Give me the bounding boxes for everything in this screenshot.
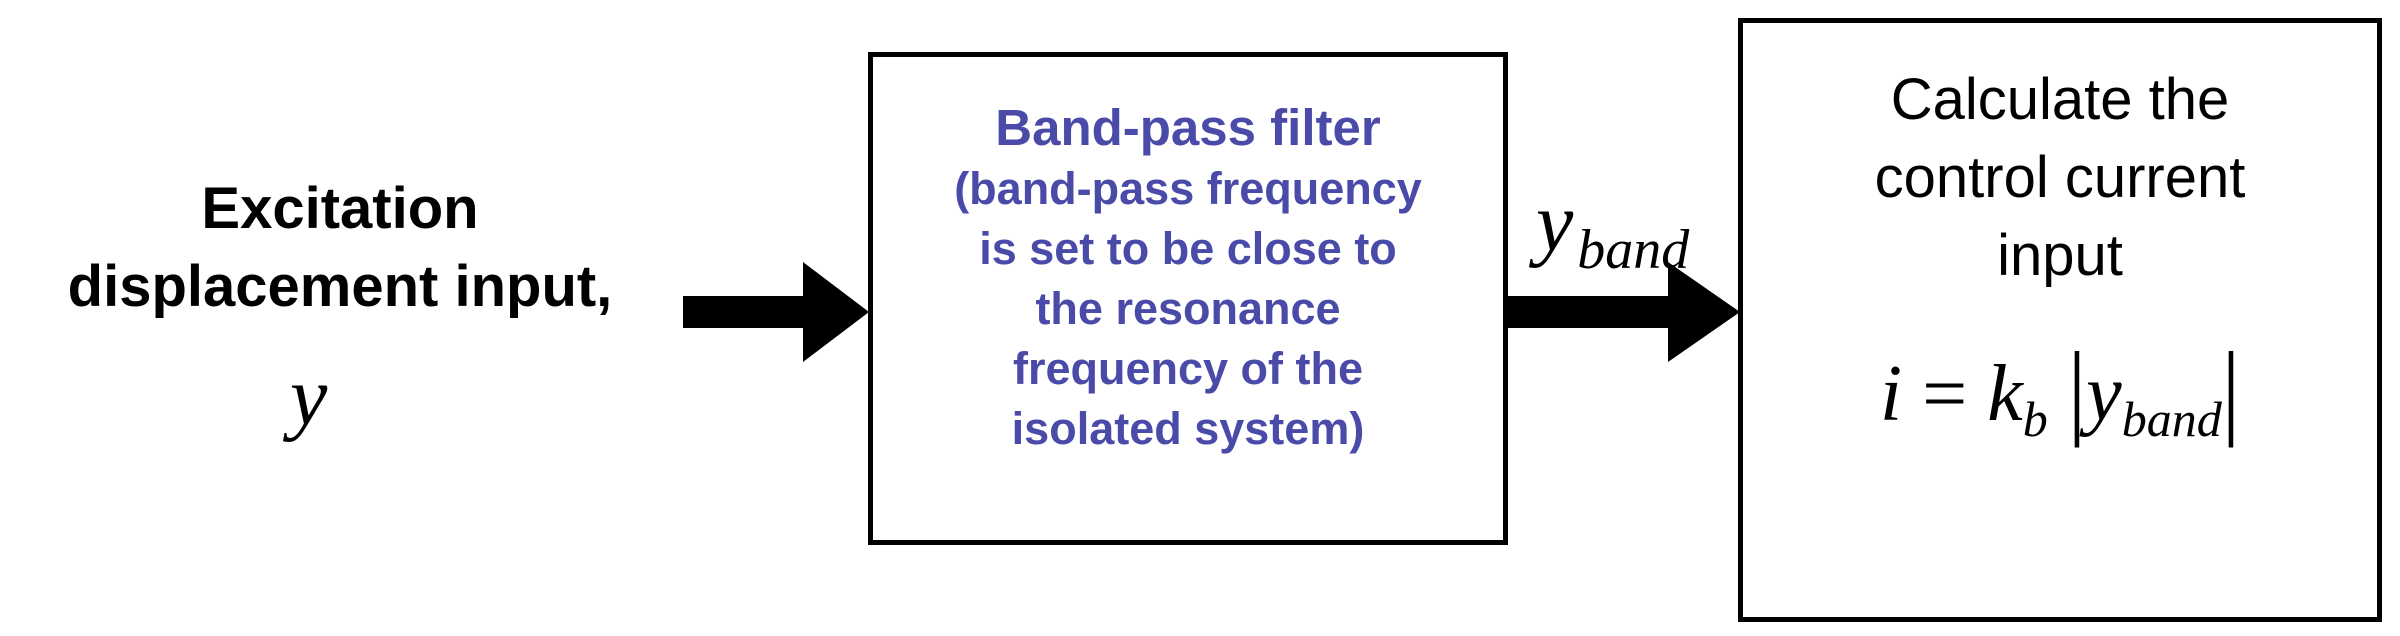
formula-coef: k <box>1987 350 2023 438</box>
calc-title-line: control current <box>1874 145 2246 210</box>
filter-desc-line: (band-pass frequency <box>954 163 1422 214</box>
calculate-current-box: Calculate the control current input i = … <box>1738 18 2382 622</box>
arrow-filter-to-calc <box>1508 262 1740 362</box>
arrow-input-to-filter <box>683 262 869 362</box>
formula-var: y <box>2086 350 2122 438</box>
input-symbol: y <box>290 350 328 443</box>
input-label-line1: Excitation <box>201 176 479 241</box>
calc-title-line: input <box>1997 223 2123 288</box>
formula-abs-open: | <box>2067 330 2087 448</box>
y-band-symbol: y <box>1536 176 1574 269</box>
filter-desc-line: is set to be close to <box>979 223 1397 274</box>
filter-desc-line: frequency of the <box>1012 343 1364 394</box>
filter-title: Band-pass filter <box>995 99 1381 156</box>
filter-description: (band-pass frequency is set to be close … <box>873 159 1503 459</box>
calc-title: Calculate the control current input <box>1743 61 2377 295</box>
formula-var-sub: band <box>2121 391 2222 447</box>
formula-abs-close: | <box>2221 330 2241 448</box>
band-pass-filter-box: Band-pass filter (band-pass frequency is… <box>868 52 1508 545</box>
filter-desc-line: isolated system) <box>1011 403 1365 454</box>
filter-desc-line: the resonance <box>1035 283 1341 334</box>
input-label: Excitation displacement input, <box>0 170 680 326</box>
calc-title-line: Calculate the <box>1890 67 2230 132</box>
input-label-line2: displacement input, <box>67 254 613 319</box>
formula-lhs: i <box>1879 350 1903 438</box>
formula-coef-sub: b <box>2022 391 2048 447</box>
formula-equals: = <box>1922 350 1968 438</box>
control-current-formula: i = kb |yband| <box>1743 332 2377 453</box>
